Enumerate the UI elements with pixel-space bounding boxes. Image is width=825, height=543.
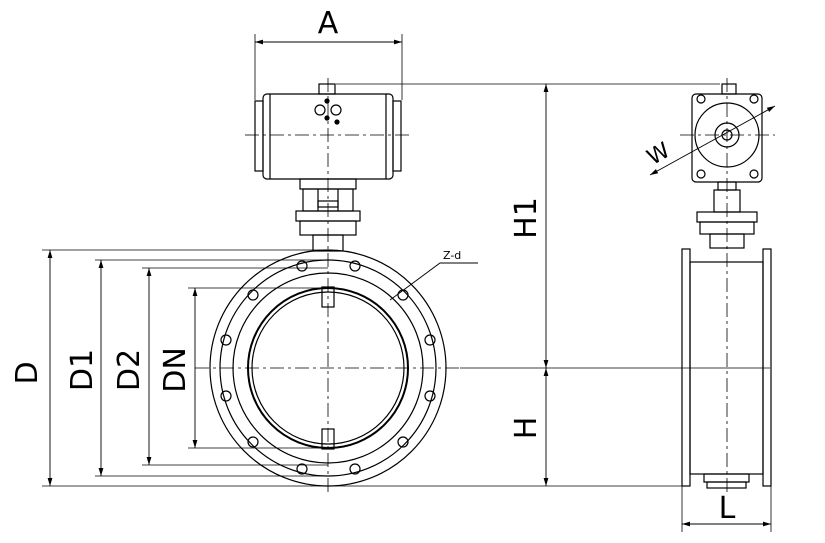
- dimension-lines: [47, 39, 776, 527]
- actuator-shaft-stub: [318, 83, 336, 95]
- side-flange-right: [762, 248, 772, 487]
- label-D: D: [10, 361, 45, 384]
- bolt-holes: [220, 260, 436, 475]
- centerlines: [195, 78, 460, 492]
- side-flange-left: [681, 248, 691, 487]
- label-D2: D2: [112, 349, 147, 391]
- side-shaft-stub: [721, 83, 737, 95]
- label-H1: H1: [509, 197, 544, 239]
- label-A: A: [318, 6, 339, 41]
- front-view: [195, 78, 460, 492]
- dim-W: [649, 105, 776, 176]
- label-H: H: [509, 417, 544, 440]
- extension-lines: [42, 34, 772, 532]
- leader-Zd: [389, 262, 478, 301]
- side-view: [680, 78, 775, 492]
- label-D1: D1: [65, 349, 100, 391]
- label-DN: DN: [158, 347, 193, 393]
- label-L: L: [719, 491, 736, 526]
- label-W: W: [643, 138, 675, 171]
- label-Zd: Z-d: [443, 249, 461, 262]
